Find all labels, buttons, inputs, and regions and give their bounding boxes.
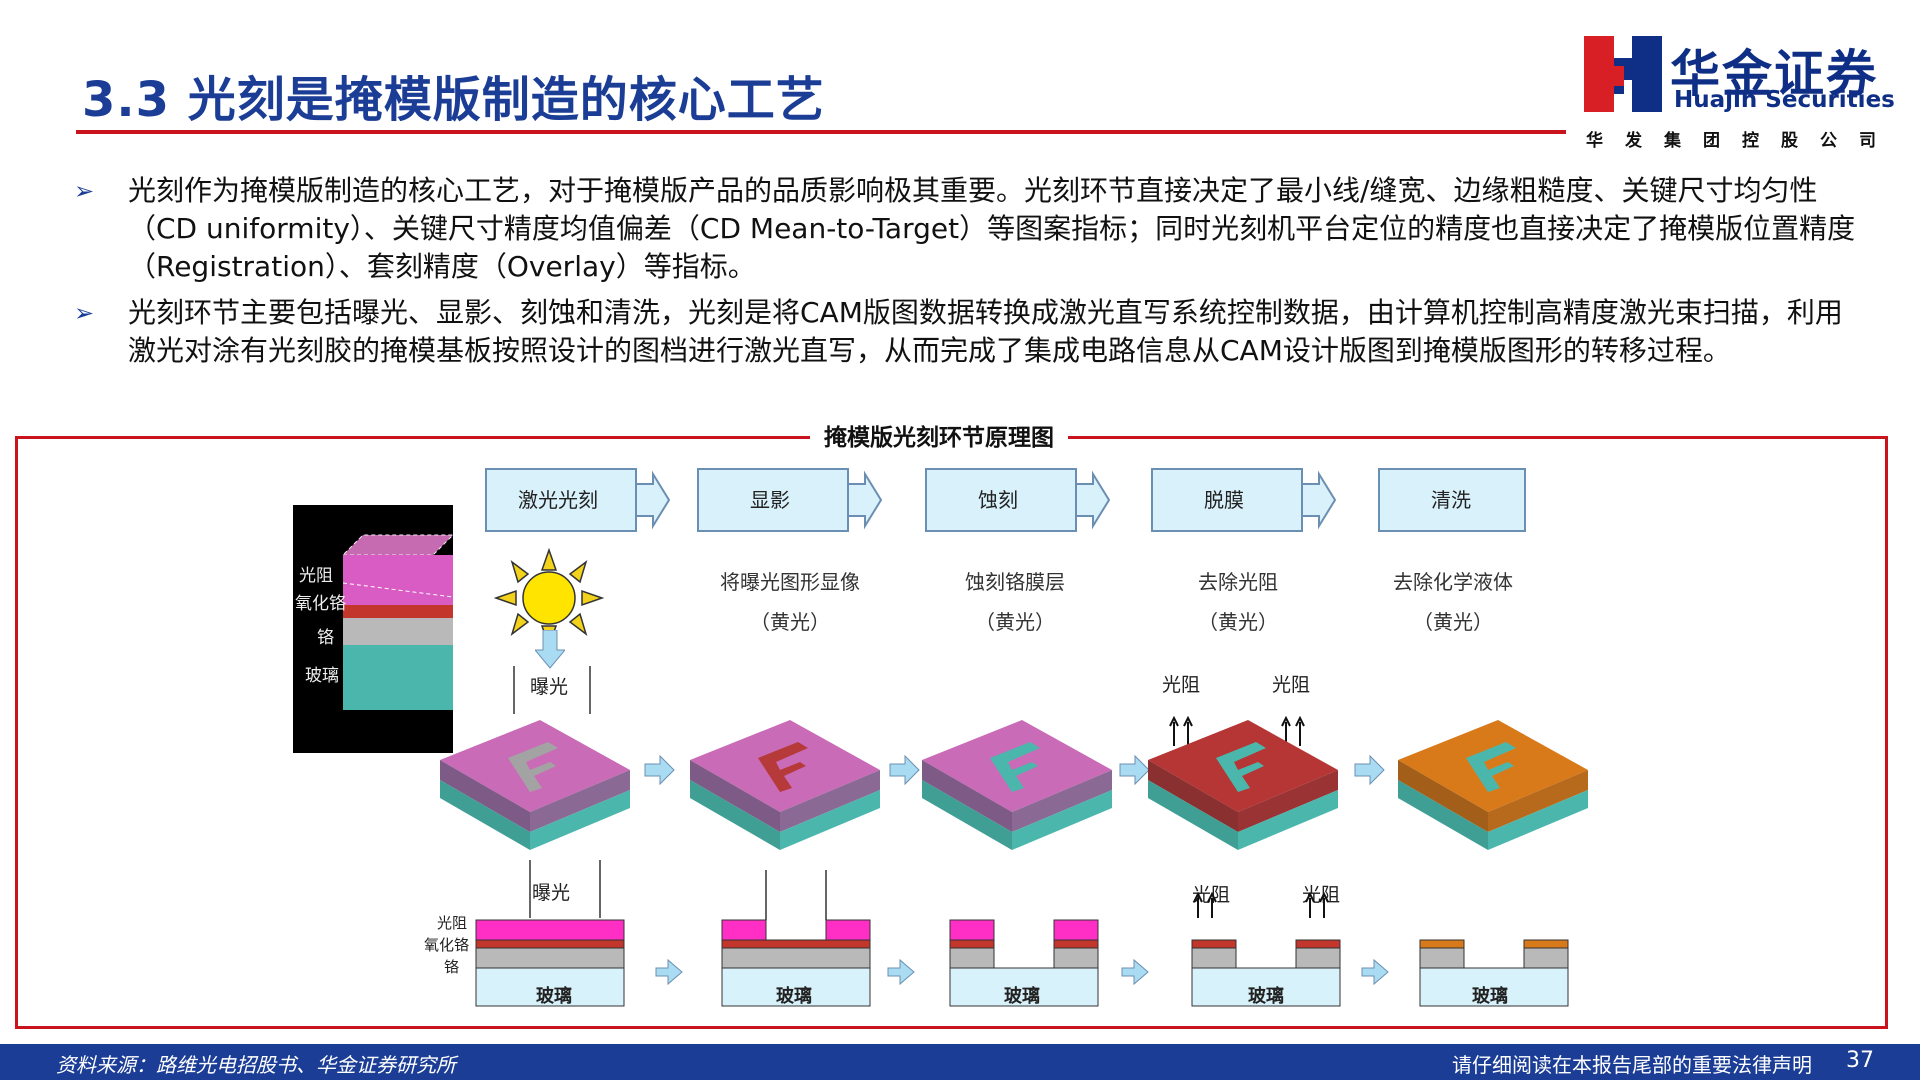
step-arrow-box-icon <box>697 468 883 532</box>
step-strip: 脱膜 <box>1151 468 1337 532</box>
step-label: 蚀刻 <box>978 488 1018 512</box>
cross-label-resist: 光阻 <box>437 914 468 932</box>
caption-note: （黄光） <box>1413 610 1493 634</box>
source-note: 资料来源：路维光电招股书、华金证券研究所 <box>56 1053 456 1077</box>
step-label: 清洗 <box>1431 488 1471 512</box>
down-arrow-icon <box>535 630 565 669</box>
bullet-arrow-icon: ➢ <box>74 299 95 327</box>
step-develop: 显影 <box>697 468 883 532</box>
bullet-list: ➢ 光刻作为掩模版制造的核心工艺，对于掩模版产品的品质影响极其重要。光刻环节直接… <box>70 172 1860 378</box>
plates-3d-row <box>440 720 1588 850</box>
huajin-logo-icon <box>1584 36 1662 112</box>
plate-stripped <box>1148 720 1338 850</box>
glass-label-4: 玻璃 <box>1248 986 1284 1007</box>
caption-main: 去除化学液体 <box>1393 570 1513 594</box>
bullet-item: ➢ 光刻环节主要包括曝光、显影、刻蚀和清洗，光刻是将CAM版图数据转换成激光直写… <box>70 294 1860 370</box>
legal-disclaimer: 请仔细阅读在本报告尾部的重要法律声明 <box>1452 1053 1812 1077</box>
page-title: 3.3 光刻是掩模版制造的核心工艺 <box>82 72 825 128</box>
caption-develop: 将曝光图形显像 （黄光） <box>670 562 910 642</box>
glass-label-5: 玻璃 <box>1472 986 1508 1007</box>
layer-label-chrome: 铬 <box>317 628 334 648</box>
step-label: 激光光刻 <box>518 488 598 512</box>
cross-label-chrome: 铬 <box>444 958 460 976</box>
cross-resist-label-right: 光阻 <box>1302 884 1341 906</box>
section-cleaned <box>1419 939 1569 1007</box>
caption-note: （黄光） <box>750 610 830 634</box>
step-arrow-box-icon <box>925 468 1111 532</box>
up-arrows-icon <box>1169 716 1193 746</box>
footer-bar: 资料来源：路维光电招股书、华金证券研究所 请仔细阅读在本报告尾部的重要法律声明 … <box>0 1044 1920 1080</box>
cross-label-oxide: 氧化铬 <box>424 936 470 954</box>
layer-label-resist: 光阻 <box>299 566 333 586</box>
section-developed <box>721 870 871 1007</box>
bullet-text: 光刻环节主要包括曝光、显影、刻蚀和清洗，光刻是将CAM版图数据转换成激光直写系统… <box>128 296 1843 367</box>
logo-name-en: Huajin Securities <box>1674 87 1895 113</box>
bullet-item: ➢ 光刻作为掩模版制造的核心工艺，对于掩模版产品的品质影响极其重要。光刻环节直接… <box>70 172 1860 286</box>
step-label: 脱膜 <box>1204 488 1244 512</box>
glass-label-1: 玻璃 <box>536 986 572 1007</box>
plate-cleaned <box>1398 720 1588 850</box>
step-clean: 清洗 <box>1378 468 1564 532</box>
sun-icon <box>494 548 604 648</box>
company-logo: 华金证券 Huajin Securities 华发集团控股公司 <box>1584 36 1895 151</box>
plate-developed <box>690 720 880 850</box>
caption-note: （黄光） <box>975 610 1055 634</box>
logo-name-cn: 华金证券 <box>1670 45 1878 103</box>
caption-main: 去除光阻 <box>1198 570 1278 594</box>
caption-note: （黄光） <box>1198 610 1278 634</box>
step-etch: 蚀刻 <box>925 468 1111 532</box>
plate-exposed <box>440 720 630 850</box>
page-number: 37 <box>1846 1048 1874 1073</box>
exposure-label-top: 曝光 <box>530 676 569 698</box>
step-arrow-box-icon <box>485 468 671 532</box>
layer-stack-icon <box>293 505 453 753</box>
step-box-icon <box>1378 468 1526 532</box>
layer-label-glass: 玻璃 <box>305 666 339 686</box>
step-label: 显影 <box>750 488 790 512</box>
bullet-arrow-icon: ➢ <box>74 177 95 205</box>
step-arrow-box-icon <box>1151 468 1337 532</box>
section-stripped <box>1191 891 1341 1007</box>
section-etched <box>949 919 1099 1007</box>
glass-label-3: 玻璃 <box>1004 986 1040 1007</box>
caption-etch: 蚀刻铬膜层 （黄光） <box>895 562 1135 642</box>
glass-label-2: 玻璃 <box>776 986 812 1007</box>
title-divider <box>76 130 1566 134</box>
bullet-text: 光刻作为掩模版制造的核心工艺，对于掩模版产品的品质影响极其重要。光刻环节直接决定… <box>128 174 1856 283</box>
caption-clean: 去除化学液体 （黄光） <box>1333 562 1573 642</box>
logo-group: 华发集团控股公司 <box>1586 131 1898 151</box>
plate-etched <box>922 720 1112 850</box>
resist-label-left: 光阻 <box>1162 674 1201 696</box>
caption-strip: 去除光阻 （黄光） <box>1118 562 1358 642</box>
resist-label-right: 光阻 <box>1272 674 1311 696</box>
layer-label-oxide: 氧化铬 <box>295 594 346 614</box>
step-laser-lithography: 激光光刻 <box>485 468 671 532</box>
exposure-label-bottom: 曝光 <box>532 882 571 904</box>
layer-stack-diagram: 光阻 氧化铬 铬 玻璃 <box>293 505 453 753</box>
cross-section-row <box>475 860 1569 1007</box>
figure-title: 掩模版光刻环节原理图 <box>810 418 1068 452</box>
caption-main: 蚀刻铬膜层 <box>965 570 1065 594</box>
section-exposed <box>475 860 625 1007</box>
caption-main: 将曝光图形显像 <box>720 570 860 594</box>
up-arrows-icon <box>1281 716 1305 746</box>
exposure-bracket-icon <box>513 666 591 714</box>
